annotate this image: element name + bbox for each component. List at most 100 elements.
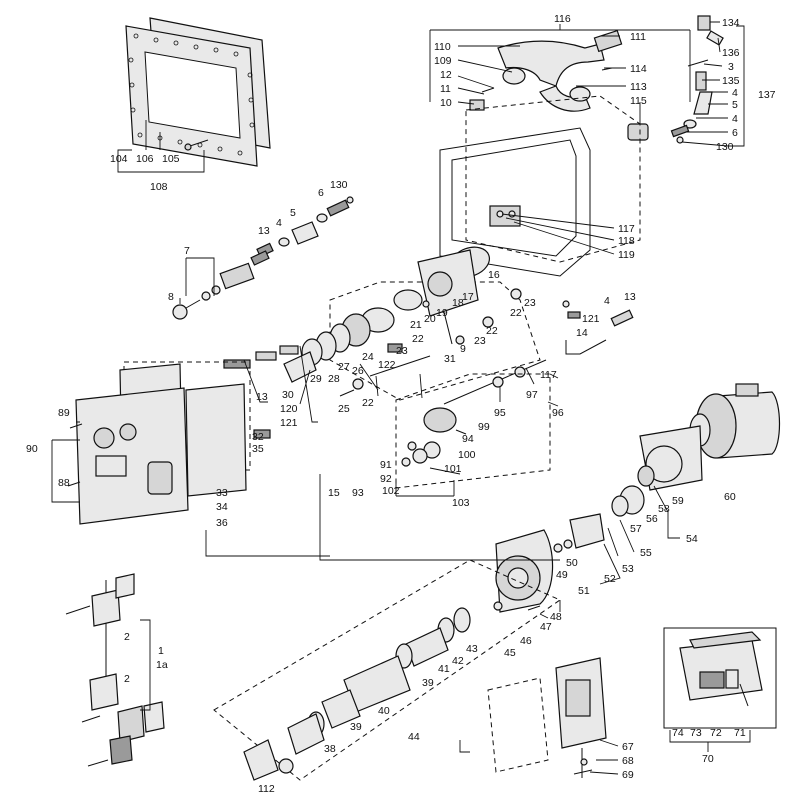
junction-box-outline: [487, 677, 549, 773]
pin-9: [443, 311, 453, 345]
screw-upper: [65, 605, 91, 615]
callout-116: 116: [554, 13, 571, 25]
callout-17: 17: [462, 291, 474, 303]
callout-28: 28: [328, 373, 340, 385]
callout-13a: 13: [258, 225, 270, 237]
callout-22d: 22: [362, 397, 374, 409]
callout-100: 100: [458, 449, 476, 461]
callout-39b: 39: [350, 721, 362, 733]
seal-122: [387, 343, 403, 353]
callout-45: 45: [504, 647, 516, 659]
callout-47: 47: [540, 621, 552, 633]
callout-9: 9: [460, 343, 466, 355]
connector-38: [321, 689, 361, 729]
callout-88: 88: [58, 477, 70, 489]
bracket-14: [565, 339, 607, 355]
connector-120: [255, 351, 277, 361]
manifold-pipe: [497, 40, 605, 87]
callout-55: 55: [640, 547, 652, 559]
callout-71: 71: [734, 727, 746, 739]
callout-74: 74: [672, 727, 684, 739]
callout-117b: 117: [540, 369, 557, 381]
valve-7-assembly: [172, 250, 270, 320]
nipple-6: [670, 124, 690, 138]
manifold-assembly: [469, 29, 649, 141]
callout-94: 94: [462, 433, 474, 445]
washer-57: [611, 495, 629, 517]
callout-120: 120: [280, 403, 298, 415]
callout-91: 91: [380, 459, 392, 471]
screw-middle: [81, 715, 101, 723]
callout-112: 112: [258, 783, 275, 795]
callout-103: 103: [452, 497, 470, 509]
cabinet-outline: [465, 95, 641, 263]
callout-43: 43: [466, 643, 478, 655]
enclosure-74: [679, 639, 763, 701]
callout-5a: 5: [732, 99, 738, 111]
callout-106: 106: [136, 153, 154, 165]
callout-22c: 22: [412, 333, 424, 345]
callout-49: 49: [556, 569, 568, 581]
screw-89: [69, 423, 83, 429]
callout-8: 8: [168, 291, 174, 303]
o-ring-113: [569, 86, 591, 102]
ring-130: [676, 136, 684, 144]
callout-115: 115: [630, 95, 647, 107]
screw-20: [422, 300, 430, 308]
callout-93: 93: [352, 487, 364, 499]
fitting-135: [695, 71, 707, 91]
ring-102: [401, 457, 411, 467]
pad-side: [143, 701, 165, 733]
callout-24: 24: [362, 351, 374, 363]
callout-4c: 4: [276, 217, 282, 229]
housing-99: [423, 407, 457, 433]
callout-39a: 39: [422, 677, 434, 689]
screw-94: [455, 429, 467, 435]
valve-112: [243, 739, 279, 781]
callout-50: 50: [566, 557, 578, 569]
gasket-21: [393, 289, 423, 311]
handle-112: [278, 758, 294, 774]
fitting-assembly-137: [670, 15, 724, 144]
screw-47: [527, 605, 541, 611]
callout-114: 114: [630, 63, 647, 75]
callout-46: 46: [520, 635, 532, 647]
callout-16: 16: [488, 269, 500, 281]
callout-122: 122: [378, 359, 396, 371]
callout-54: 54: [686, 533, 698, 545]
callout-38: 38: [324, 743, 336, 755]
callout-33: 33: [216, 487, 228, 499]
knob-left: [93, 427, 115, 449]
callout-1a: 1a: [156, 659, 168, 671]
callout-19: 19: [436, 307, 448, 319]
screw-105-icon: [184, 139, 209, 151]
terminal-block: [565, 679, 591, 717]
bracket-2-bottom: [89, 673, 119, 711]
callout-136: 136: [722, 47, 740, 59]
callout-58: 58: [658, 503, 670, 515]
control-panel-assembly: [67, 361, 271, 525]
elbow-5: [693, 91, 713, 115]
callout-3: 3: [728, 61, 734, 73]
callout-11: 11: [440, 83, 451, 95]
display-window: [95, 455, 127, 477]
knob-middle: [119, 423, 137, 441]
callout-99: 99: [478, 421, 490, 433]
screw-lower: [87, 759, 109, 767]
callout-42: 42: [452, 655, 464, 667]
callout-70: 70: [702, 753, 714, 765]
callout-23a: 23: [524, 297, 536, 309]
pipe-end-111: [593, 29, 623, 53]
gasket-frame-assembly: [125, 17, 271, 167]
pad-lower: [109, 735, 133, 765]
switch-34: [147, 461, 173, 495]
callout-48: 48: [550, 611, 562, 623]
component-73: [699, 671, 725, 689]
callout-41: 41: [438, 663, 450, 675]
inlet-fittings: [256, 196, 354, 258]
callout-110: 110: [434, 41, 451, 53]
wire-71: [739, 683, 749, 707]
connector-121: [279, 345, 299, 355]
callout-51: 51: [578, 585, 590, 597]
